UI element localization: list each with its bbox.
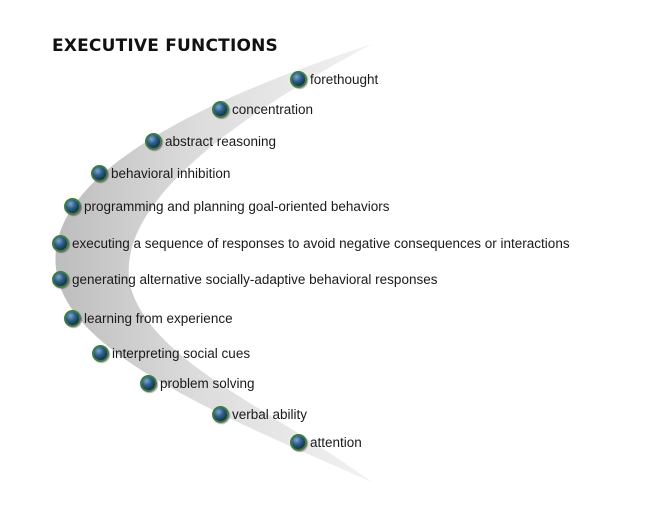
bullet-icon — [52, 271, 69, 288]
arc-shape — [55, 44, 372, 482]
item-label: learning from experience — [84, 311, 233, 326]
item-label: generating alternative socially-adaptive… — [72, 272, 438, 287]
item-label: verbal ability — [232, 407, 308, 422]
bullet-icon — [140, 375, 157, 392]
item-label: forethought — [310, 72, 379, 87]
item-label: behavioral inhibition — [111, 166, 231, 181]
item-label: interpreting social cues — [112, 346, 251, 361]
item-label: executing a sequence of responses to avo… — [72, 236, 570, 251]
item-label: attention — [310, 435, 362, 450]
bullet-icon — [91, 165, 108, 182]
bullet-icon — [52, 235, 69, 252]
item-label: concentration — [232, 102, 314, 117]
bullet-icon — [212, 406, 229, 423]
bullet-icon — [290, 434, 307, 451]
bullet-icon — [64, 198, 81, 215]
bullet-icon — [64, 310, 81, 327]
bullet-icon — [145, 133, 162, 150]
item-label: abstract reasoning — [165, 134, 277, 149]
item-label: programming and planning goal-oriented b… — [84, 199, 390, 214]
diagram-title: EXECUTIVE FUNCTIONS — [52, 36, 278, 56]
item-label: problem solving — [160, 376, 255, 391]
bullet-icon — [92, 345, 109, 362]
bullet-icon — [290, 71, 307, 88]
bullet-icon — [212, 101, 229, 118]
